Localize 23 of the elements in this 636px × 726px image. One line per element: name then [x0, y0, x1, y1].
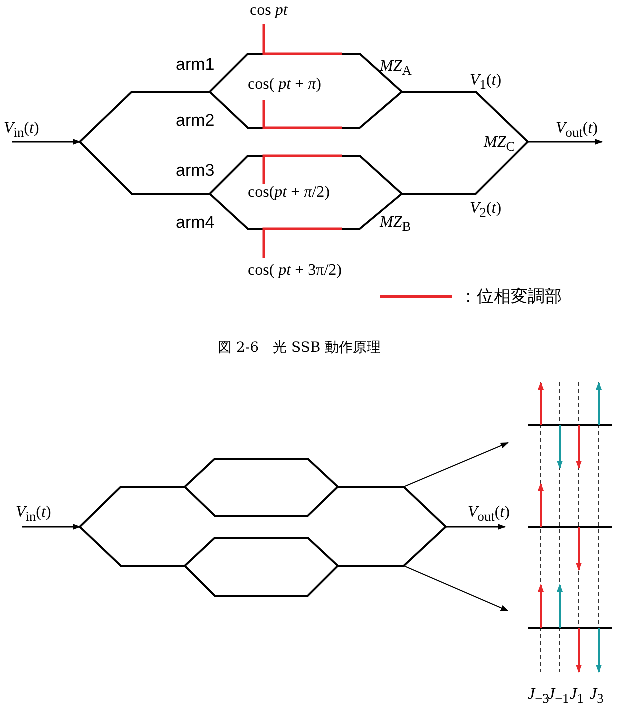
signal-label: V$_{out}$(t) — [556, 120, 598, 142]
mz-label: MZ$_{B}$ — [380, 214, 412, 236]
mz-label: MZ$_{A}$ — [380, 58, 412, 80]
signal-label: V$_{1}$(t) — [470, 72, 502, 94]
arm-label: arm1 — [176, 56, 215, 74]
order-label: J$_{−3}$ — [528, 686, 550, 708]
arm-label: arm3 — [176, 162, 215, 180]
figure-caption: 図 2-6 光 SSB 動作原理 — [218, 339, 382, 357]
mz-label: MZ$_{C}$ — [484, 134, 516, 156]
order-label: J$_{3}$ — [590, 686, 604, 708]
arm-label: arm4 — [176, 214, 215, 232]
order-label: J$_{1}$ — [570, 686, 584, 708]
signal-label: V$_{out}$(t) — [468, 504, 510, 526]
formula-label: cos pt — [250, 2, 288, 20]
signal-label: V$_{2}$(t) — [470, 200, 502, 222]
formula-label: cos( pt + π) — [248, 76, 322, 94]
arm-label: arm2 — [176, 112, 215, 130]
order-label: J$_{−1}$ — [548, 686, 570, 708]
formula-label: cos( pt + 3π/2) — [248, 262, 342, 280]
legend-label: ：位相変調部 — [460, 286, 562, 308]
signal-label: V$_{in}$(t) — [4, 120, 40, 142]
formula-label: cos(pt + π/2) — [248, 184, 330, 202]
signal-label: V$_{in}$(t) — [16, 504, 52, 526]
